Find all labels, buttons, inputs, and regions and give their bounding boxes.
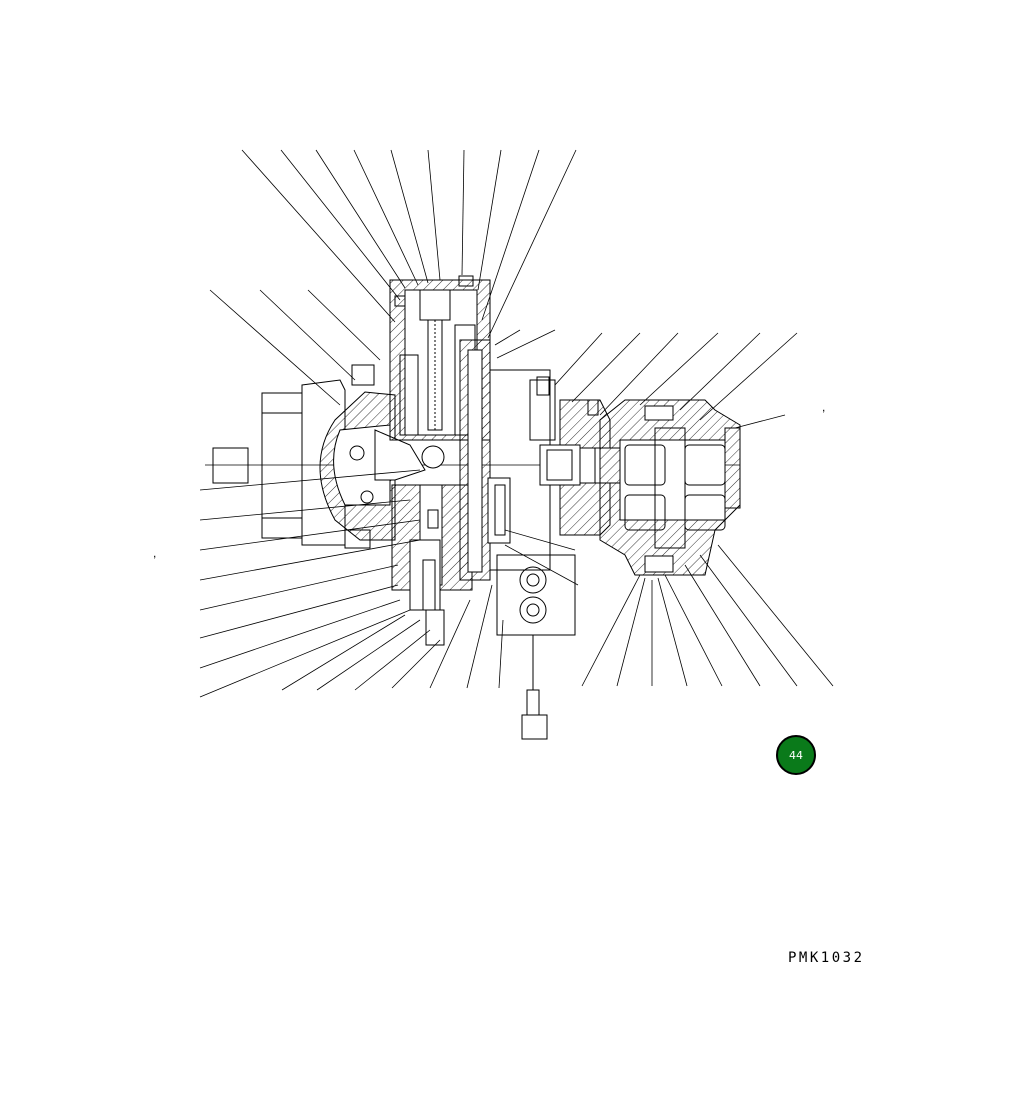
page-badge: 44 xyxy=(776,735,816,775)
leader-lines-upper-left xyxy=(209,289,381,406)
tick-mark-right: , xyxy=(822,400,826,414)
leader-lines-upper-right xyxy=(494,329,798,429)
tick-mark-left: , xyxy=(153,546,157,560)
leader-lines-top xyxy=(241,149,577,339)
central-section xyxy=(391,339,551,646)
leader-lines-bottom xyxy=(281,529,834,691)
lower-valve-block xyxy=(487,477,576,740)
leader-lines-left xyxy=(199,469,421,698)
drawing-code: PMK1032 xyxy=(788,950,865,966)
gear-pump-body xyxy=(599,399,741,576)
